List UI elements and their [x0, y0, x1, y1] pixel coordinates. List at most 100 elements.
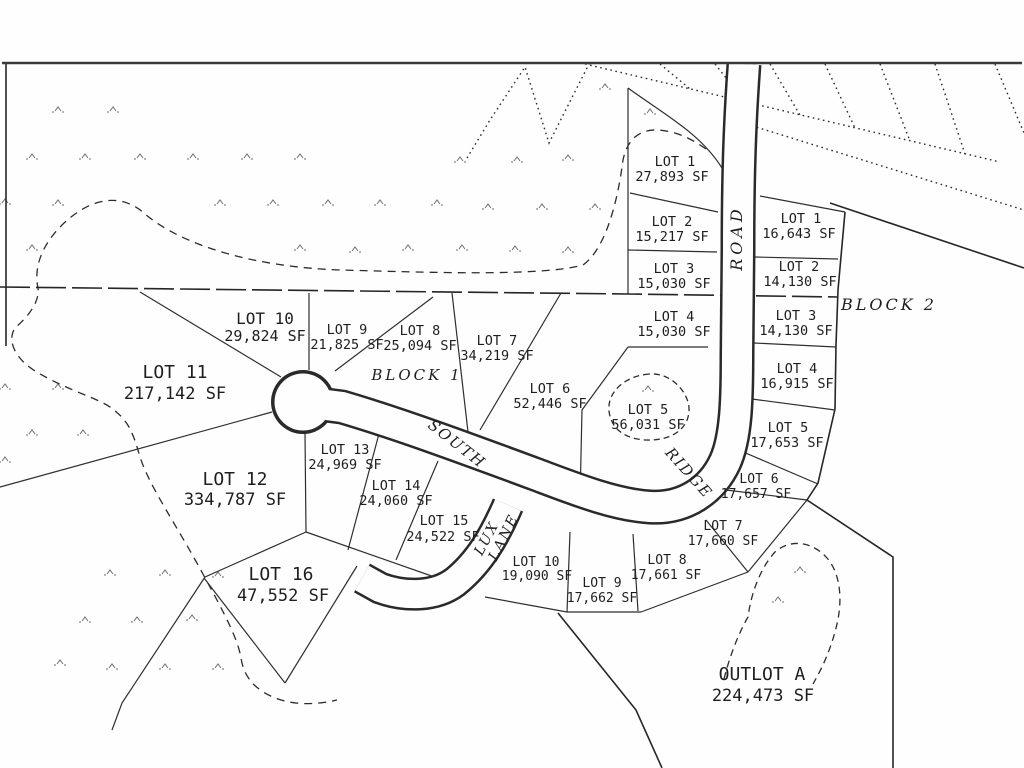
s-lot9-sf: 17,662 SF	[567, 591, 638, 606]
s-lot8-sf: 17,661 SF	[631, 568, 702, 583]
lot-line	[204, 531, 307, 578]
dotted-lot-tick	[994, 63, 1024, 134]
lot-line	[305, 531, 444, 581]
lot-line	[451, 292, 469, 433]
lot-line	[627, 249, 718, 253]
b2-lot4-sf: 16,915 SF	[760, 376, 833, 392]
dotted-lot-tick	[934, 63, 966, 155]
lot14-sf: 24,060 SF	[359, 493, 432, 509]
dotted-lot-tick	[824, 63, 856, 129]
b1-lot1-name: LOT 1	[655, 154, 696, 170]
s-lot10-name: LOT 10	[513, 555, 560, 570]
b1-lot1-sf: 27,893 SF	[635, 169, 708, 185]
lot13-name: LOT 13	[321, 442, 370, 458]
lot15-sf: 24,522 SF	[406, 529, 479, 545]
lot16-name: LOT 16	[248, 564, 313, 585]
s-lot10-sf: 19,090 SF	[502, 569, 573, 584]
lot-line	[632, 533, 639, 612]
lot12-sf: 334,787 SF	[184, 490, 286, 510]
outlot-a-name: OUTLOT A	[719, 664, 806, 685]
block2-title: BLOCK 2	[840, 295, 937, 314]
lot-line	[579, 346, 629, 501]
b1-lot8-name: LOT 8	[400, 323, 441, 339]
block1-title: BLOCK 1	[370, 366, 462, 384]
b1-lot7-sf: 34,219 SF	[460, 348, 533, 364]
s-lot7-name: LOT 7	[703, 519, 742, 534]
lot-line	[139, 291, 282, 378]
lot-line	[751, 398, 836, 411]
lot13-sf: 24,969 SF	[308, 457, 381, 473]
lot-line	[479, 292, 562, 431]
b1-lot5-sf: 56,031 SF	[611, 417, 684, 433]
lot-line	[759, 195, 846, 213]
outlot-a-sf: 224,473 SF	[712, 686, 814, 706]
b1-lot6-name: LOT 6	[530, 381, 571, 397]
dotted-lot-tick	[879, 63, 911, 142]
lot-line	[627, 87, 723, 169]
lot-line	[717, 488, 808, 501]
roads	[271, 62, 762, 611]
overlay-lines	[2, 61, 1022, 684]
north-section-line	[0, 286, 839, 298]
lot-line	[0, 411, 273, 488]
b1-lot5-name: LOT 5	[628, 402, 669, 418]
b1-lot2-name: LOT 2	[652, 214, 693, 230]
southeast-boundary	[557, 612, 663, 768]
s-lot9-name: LOT 9	[582, 576, 621, 591]
b1-lot3-sf: 15,030 SF	[637, 276, 710, 292]
b2-lot1-name: LOT 1	[781, 211, 822, 227]
lot12-name: LOT 12	[202, 469, 267, 490]
lot-line	[747, 499, 808, 573]
b1-lot4-sf: 15,030 SF	[637, 324, 710, 340]
boundary-lines	[0, 64, 1024, 768]
b2-lot5-sf: 17,653 SF	[750, 435, 823, 451]
dotted-road-band	[466, 63, 1024, 211]
lot16-east-line	[284, 565, 358, 684]
lot-line	[203, 577, 286, 684]
lot-line	[334, 296, 434, 372]
dotted-road-edge-north	[584, 63, 1001, 163]
lot15-name: LOT 15	[420, 513, 469, 529]
b2-lot3-sf: 14,130 SF	[759, 323, 832, 339]
lot16-sf: 47,552 SF	[237, 586, 329, 606]
lot-line	[640, 571, 749, 613]
b2-lot2-name: LOT 2	[779, 259, 820, 275]
lot-line	[395, 460, 439, 561]
lot14-name: LOT 14	[372, 478, 421, 494]
lot-line	[754, 256, 839, 260]
lot11-name: LOT 11	[142, 362, 207, 383]
wetland-dashed-lines	[11, 129, 841, 705]
lot-line	[347, 429, 381, 551]
dotted-lot-tick	[659, 63, 691, 90]
outlot-wetland-blob-dashed	[723, 542, 841, 685]
road-name-road: ROAD	[727, 205, 746, 272]
s-lot7-sf: 17,660 SF	[688, 534, 759, 549]
b1-lot6-sf: 52,446 SF	[513, 396, 586, 412]
b2-lot2-sf: 14,130 SF	[763, 274, 836, 290]
b1-lot3-name: LOT 3	[654, 261, 695, 277]
east-boundary	[805, 211, 894, 768]
b2-lot6-sf: 17,657 SF	[721, 487, 792, 502]
lot-line	[484, 596, 568, 613]
b2-lot1-sf: 16,643 SF	[762, 226, 835, 242]
b1-lot4-name: LOT 4	[654, 309, 695, 325]
b2-lot3-name: LOT 3	[776, 308, 817, 324]
lot-line	[304, 432, 307, 533]
b1-lot9-sf: 21,825 SF	[310, 337, 383, 353]
lot-line	[740, 450, 819, 485]
northeast-boundary	[829, 202, 1024, 269]
b1-lot10-sf: 29,824 SF	[224, 327, 305, 345]
b1-lot2-sf: 15,217 SF	[635, 229, 708, 245]
lot-line	[111, 576, 206, 731]
b1-lot10-name: LOT 10	[236, 309, 294, 328]
s-lot8-name: LOT 8	[647, 553, 686, 568]
lux-lane-surface	[355, 499, 521, 609]
b2-lot6-name: LOT 6	[739, 472, 778, 487]
lot-line	[753, 342, 837, 348]
lot-line	[629, 192, 719, 213]
lot5-wetland-blob-dashed	[608, 373, 690, 441]
wetland-boundary-dashed	[11, 129, 707, 705]
lot-lines	[0, 87, 846, 731]
